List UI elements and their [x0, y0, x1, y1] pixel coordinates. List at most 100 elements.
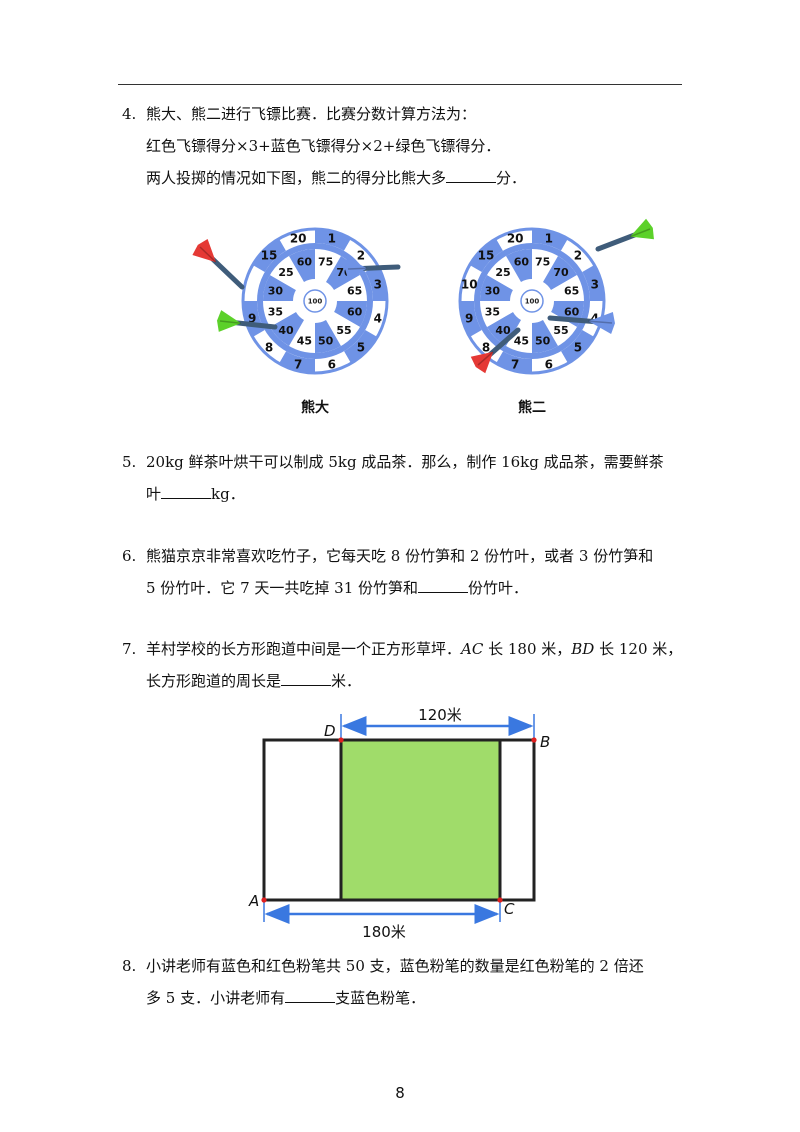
answer-blank[interactable]	[281, 669, 332, 686]
question-text-part: 份竹叶．	[468, 579, 529, 597]
bullseye-label: 100	[525, 298, 540, 306]
question-number: 6.	[122, 547, 137, 565]
board-inner-number: 25	[495, 266, 510, 279]
question-text: 5 份竹叶．它 7 天一共吃掉 31 份竹笋和 份竹叶．	[146, 572, 528, 604]
bullseye-label: 100	[308, 298, 323, 306]
board-inner-number: 25	[278, 266, 293, 279]
question-text-part: 叶	[146, 485, 162, 503]
question-text: 熊大、熊二进行飞镖比赛．比赛分数计算方法为：	[146, 105, 477, 123]
question-number: 8.	[122, 957, 137, 975]
question-text-part: kg．	[211, 485, 245, 503]
question-text-part: 羊村学校的长方形跑道中间是一个正方形草坪．	[146, 640, 462, 658]
board-outer-number: 7	[511, 357, 519, 371]
answer-blank[interactable]	[161, 482, 212, 499]
question-number: 5.	[122, 453, 137, 471]
board-sector-inner	[263, 301, 296, 327]
board-sector-inner	[326, 312, 361, 347]
board-inner-number: 60	[514, 255, 530, 268]
header-rule	[118, 84, 682, 85]
board-inner-number: 35	[485, 306, 500, 319]
board-inner-number: 45	[297, 335, 312, 348]
question-text-part: 5 份竹叶．它 7 天一共吃掉 31 份竹笋和	[146, 579, 419, 597]
answer-blank[interactable]	[446, 166, 497, 183]
board-rim	[458, 227, 606, 375]
darts-layer	[192, 218, 654, 374]
point-d	[338, 737, 344, 743]
board-sector-inner	[486, 255, 521, 290]
board-inner-number: 40	[278, 324, 294, 337]
question-text-part: 长 120 米，	[594, 640, 683, 658]
board-outer-number: 15	[478, 249, 495, 263]
board-inner-number: 40	[495, 324, 511, 337]
board-inner-number: 50	[535, 335, 551, 348]
board-inner-number: 55	[336, 324, 351, 337]
board-rim	[241, 227, 389, 375]
board-outer-number: 6	[545, 357, 553, 371]
board-inner-number: 30	[268, 284, 284, 297]
board-outer-number: 20	[290, 232, 307, 246]
board-bullseye	[520, 289, 544, 313]
board-outer-number: 8	[265, 340, 273, 354]
point-c	[497, 897, 503, 903]
dimension-label-top: 120米	[418, 706, 462, 724]
dartboard-label-left: 熊大	[301, 399, 329, 416]
dart-blue	[345, 258, 401, 280]
board-sector-outer	[252, 330, 286, 364]
answer-blank[interactable]	[285, 986, 336, 1003]
board-sector-inner	[480, 275, 513, 301]
board-sector-inner	[289, 320, 315, 353]
point-a	[261, 897, 267, 903]
board-sector-inner	[334, 301, 367, 327]
board-sector-inner	[269, 312, 304, 347]
question-number: 4.	[122, 105, 137, 123]
board-outer-number: 8	[482, 340, 490, 354]
point-label-c: C	[504, 900, 515, 918]
board-outer-number: 4	[374, 311, 382, 325]
board-sector-inner	[532, 249, 558, 282]
question-text: 羊村学校的长方形跑道中间是一个正方形草坪．AC 长 180 米，BD 长 120…	[146, 633, 682, 665]
track-diagram: 120米 180米 D B A C	[248, 706, 550, 941]
segment-label: BD	[571, 640, 595, 658]
board-outer-number: 20	[507, 232, 524, 246]
board-outer-number: 15	[261, 249, 278, 263]
board-sector-inner	[506, 249, 532, 282]
board-outer-number: 1	[545, 232, 553, 246]
board-sector-inner	[543, 255, 578, 290]
page-number: 8	[395, 1084, 405, 1102]
question-text-part: 多 5 支．小讲老师有	[146, 989, 286, 1007]
question-text-part: 长 180 米，	[483, 640, 572, 658]
board-sector-inner	[506, 320, 532, 353]
segment-label: AC	[461, 640, 484, 658]
board-outer-number: 9	[465, 311, 473, 325]
board-inner-number: 75	[535, 255, 550, 268]
board-sector-inner	[315, 249, 341, 282]
board-sector-inner	[532, 320, 558, 353]
board-outer-number: 4	[591, 311, 599, 325]
question-text-part: 支蓝色粉笔．	[335, 989, 426, 1007]
answer-blank[interactable]	[418, 576, 469, 593]
dimension-label-bottom: 180米	[362, 923, 406, 941]
board-sector-inner	[263, 275, 296, 301]
board-outer-number: 1	[328, 232, 336, 246]
board-inner-number: 65	[347, 284, 362, 297]
dart-red	[470, 327, 521, 374]
board-sector-outer	[561, 330, 595, 364]
board-inner-number: 75	[318, 255, 333, 268]
board-sector-outer	[252, 238, 286, 272]
question-number: 7.	[122, 640, 137, 658]
board-ring	[474, 243, 590, 359]
board-outer-number: 6	[328, 357, 336, 371]
board-inner-number: 60	[564, 306, 580, 319]
board-inner-number: 55	[553, 324, 568, 337]
board-outer-number: 3	[591, 278, 599, 292]
board-outer-number: 7	[294, 357, 302, 371]
board-outer-number: 2	[574, 249, 582, 263]
square-lawn	[339, 738, 502, 902]
point-label-a: A	[248, 892, 259, 910]
board-outer-number: 3	[374, 278, 382, 292]
board-sector-inner	[334, 275, 367, 301]
board-ring	[257, 243, 373, 359]
